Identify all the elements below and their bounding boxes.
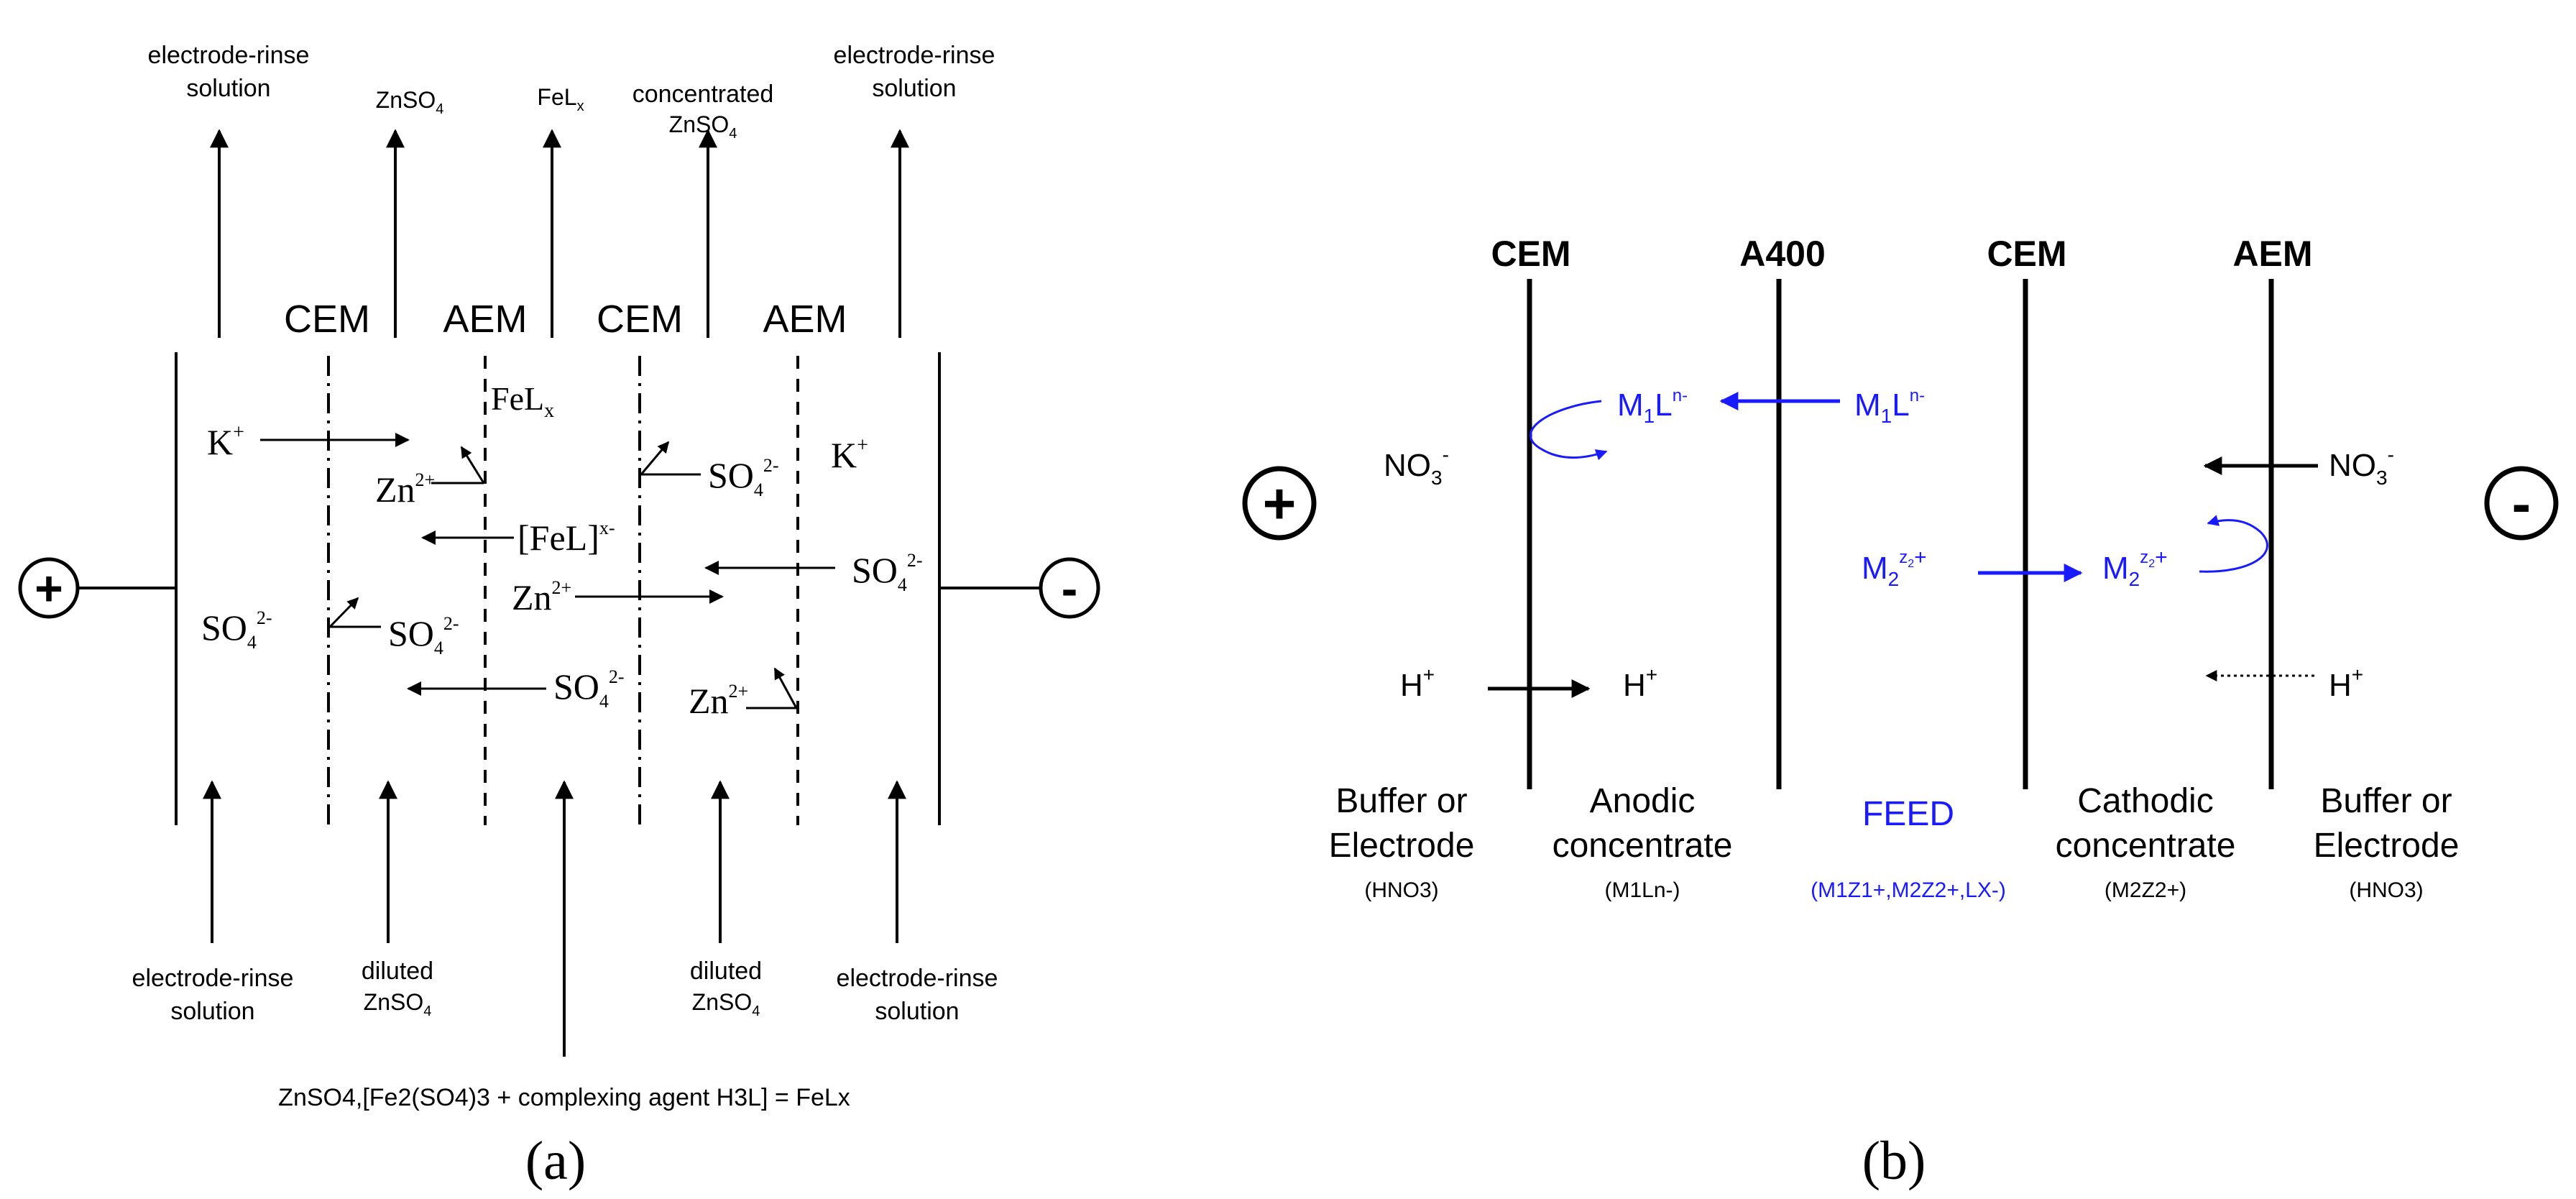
inlet-label-2: diluted xyxy=(362,957,433,985)
ion-so4-2: SO42- xyxy=(852,550,923,595)
panel-b: CEM A400 CEM AEM + - NO3- NO3- H+ H+ H+ … xyxy=(1242,234,2559,1191)
arrow-b-m2-rejected xyxy=(2199,515,2268,573)
membrane-label-aem-2: AEM xyxy=(763,298,847,341)
ion-b-h-mid: H+ xyxy=(1623,663,1657,703)
compartment-3-l1: FEED xyxy=(1862,795,1954,833)
ion-b-m1l-anodic: M1Ln- xyxy=(1617,386,1688,427)
ion-zn-3: Zn2+ xyxy=(689,681,748,721)
ion-k-plus-1: K+ xyxy=(207,421,244,462)
feed-equation: ZnSO4,[Fe2(SO4)3 + complexing agent H3L]… xyxy=(278,1084,850,1111)
minus-electrode-b-icon xyxy=(2484,466,2559,541)
inlet-label-2b: ZnSO4 xyxy=(364,989,432,1019)
compartment-5-l1: Buffer or xyxy=(2320,782,2452,820)
arrow-so4-rejected-1b xyxy=(640,441,670,475)
ion-b-no3-left: NO3- xyxy=(1384,444,1449,489)
inlet-label-3b: ZnSO4 xyxy=(692,989,760,1019)
outlet-label-4: concentrated xyxy=(632,81,774,108)
compartment-4-l3: (M2Z2+) xyxy=(2104,878,2186,902)
arrow-zn-rejected-3b xyxy=(773,667,798,709)
compartment-5-l2: Electrode xyxy=(2314,827,2460,865)
inlet-label-4b: solution xyxy=(875,998,959,1025)
outlet-label-5: electrode-rinse xyxy=(834,42,995,69)
ion-b-m2-cathodic: M2z2+ xyxy=(2102,546,2168,590)
panel-a: + - CEM AEM CEM AEM electrode-rinse solu… xyxy=(18,42,1100,1191)
outlet-label-4b: ZnSO4 xyxy=(669,111,737,142)
ion-so4-4: SO42- xyxy=(388,613,459,658)
caption-b: (b) xyxy=(1862,1131,1926,1191)
outlet-label-1b: solution xyxy=(186,75,270,102)
minus-electrode-icon xyxy=(1039,557,1100,619)
compartment-1-l1: Buffer or xyxy=(1335,782,1467,820)
membrane-label-cem-2: CEM xyxy=(597,298,683,341)
membrane-label-cem-1: CEM xyxy=(284,298,370,341)
plus-electrode-icon xyxy=(18,557,80,619)
outlet-label-3: FeLx xyxy=(537,84,584,114)
plus-electrode-b-icon xyxy=(1242,466,1317,541)
compartment-5-l3: (HNO3) xyxy=(2349,878,2423,902)
minus-sign-b: - xyxy=(2512,472,2531,536)
ion-fel-x: FeLx xyxy=(491,380,554,422)
membrane-b-label-aem: AEM xyxy=(2232,234,2312,274)
ion-k-plus-2: K+ xyxy=(831,434,868,475)
plus-sign: + xyxy=(34,561,63,616)
arrow-so4-rejected-2b xyxy=(328,597,359,628)
outlet-label-5b: solution xyxy=(872,75,956,102)
ion-b-h-left: H+ xyxy=(1400,663,1435,703)
inlet-label-1: electrode-rinse xyxy=(132,965,294,992)
ion-b-m2-feed: M2z2+ xyxy=(1862,546,1927,590)
arrow-zn-rejected-1b xyxy=(460,446,485,484)
inlet-label-4: electrode-rinse xyxy=(837,965,998,992)
ion-fel-complex: [FeL]x- xyxy=(518,518,615,558)
ion-so4-5: SO42- xyxy=(553,666,625,712)
ion-so4-1: SO42- xyxy=(708,455,779,500)
ion-b-no3-right: NO3- xyxy=(2329,444,2394,489)
arrow-b-m1l-rejected xyxy=(1530,400,1608,461)
membrane-b-label-cem-1: CEM xyxy=(1491,234,1570,274)
plus-sign-b: + xyxy=(1263,472,1297,536)
compartment-2-l3: (M1Ln-) xyxy=(1604,878,1680,902)
compartment-2-l1: Anodic xyxy=(1590,782,1696,820)
outlet-label-2: ZnSO4 xyxy=(376,87,444,117)
compartment-1-l2: Electrode xyxy=(1329,827,1475,865)
compartment-4-l1: Cathodic xyxy=(2077,782,2213,820)
compartment-2-l2: concentrate xyxy=(1552,827,1733,865)
membrane-label-aem-1: AEM xyxy=(443,298,527,341)
outlet-label-1: electrode-rinse xyxy=(148,42,310,69)
compartment-1-l3: (HNO3) xyxy=(1364,878,1438,902)
ion-so4-3: SO42- xyxy=(201,607,272,653)
ion-b-m1l-feed: M1Ln- xyxy=(1854,386,1925,427)
ion-zn-2: Zn2+ xyxy=(512,577,571,617)
inlet-label-1b: solution xyxy=(170,998,254,1025)
ion-zn-1: Zn2+ xyxy=(375,469,435,510)
ion-b-h-right: H+ xyxy=(2329,663,2363,703)
minus-sign: - xyxy=(1062,561,1078,616)
compartment-4-l2: concentrate xyxy=(2056,827,2236,865)
membrane-b-label-cem-2: CEM xyxy=(1987,234,2066,274)
membrane-b-label-a400: A400 xyxy=(1739,234,1826,274)
compartment-3-l3: (M1Z1+,M2Z2+,LX-) xyxy=(1811,878,2006,902)
inlet-label-3: diluted xyxy=(690,957,762,985)
caption-a: (a) xyxy=(525,1131,586,1191)
